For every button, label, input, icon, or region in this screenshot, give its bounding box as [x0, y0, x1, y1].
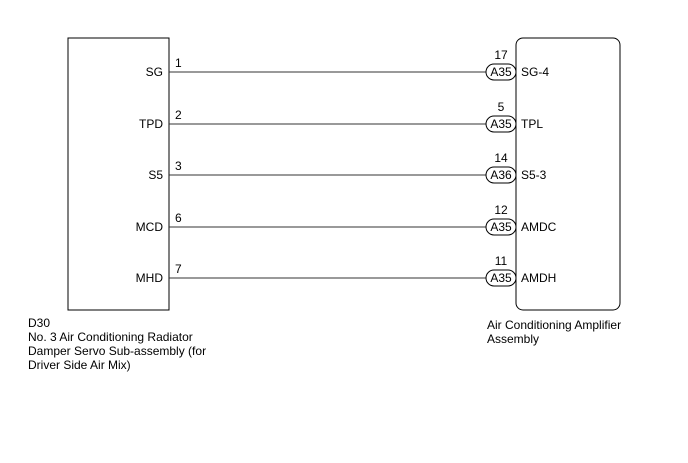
- right-pin-number-mhd: 11: [495, 254, 508, 268]
- left-terminal-label-s5: S5: [148, 168, 163, 182]
- left-terminal-label-sg: SG: [146, 65, 163, 79]
- right-component-name-line-1: Air Conditioning Amplifier: [487, 318, 622, 332]
- connector-badge-sg: [485, 63, 517, 81]
- connector-code-tpd: A35: [490, 117, 512, 131]
- left-pin-number-sg: 1: [175, 56, 182, 70]
- right-terminal-label-sg: SG-4: [521, 65, 549, 79]
- right-pin-number-s5: 14: [494, 151, 508, 165]
- right-terminal-label-mcd: AMDC: [521, 220, 557, 234]
- connector-code-sg: A35: [490, 65, 512, 79]
- left-terminal-label-mcd: MCD: [136, 220, 164, 234]
- right-pin-number-mcd: 12: [494, 203, 508, 217]
- right-terminal-label-tpd: TPL: [521, 117, 543, 131]
- left-component-code: D30: [28, 316, 51, 330]
- left-pin-number-tpd: 2: [175, 108, 182, 122]
- left-terminal-label-tpd: TPD: [139, 117, 163, 131]
- right-component-name-line-2: Assembly: [487, 332, 540, 346]
- connector-badge-mcd: [485, 218, 517, 236]
- right-terminal-label-s5: S5-3: [521, 168, 547, 182]
- connector-code-mhd: A35: [490, 271, 512, 285]
- left-component-box: [67, 37, 170, 311]
- connector-badge-tpd: [485, 115, 517, 133]
- left-component-name-line-2: Damper Servo Sub-assembly (for: [28, 344, 207, 358]
- connector-code-mcd: A35: [490, 220, 512, 234]
- right-component-caption: Air Conditioning Amplifier Assembly: [487, 318, 621, 346]
- left-component-name-line-3: Driver Side Air Mix): [28, 358, 131, 372]
- connector-badge-mhd: [485, 269, 517, 287]
- right-pin-number-sg: 17: [494, 48, 508, 62]
- left-component-name-line-1: No. 3 Air Conditioning Radiator: [28, 330, 193, 344]
- left-terminal-label-mhd: MHD: [136, 271, 164, 285]
- left-pin-number-s5: 3: [175, 159, 182, 173]
- right-terminal-label-mhd: AMDH: [521, 271, 556, 285]
- connector-code-s5: A36: [490, 168, 512, 182]
- connector-badge-s5: [485, 166, 517, 184]
- left-pin-number-mhd: 7: [175, 262, 182, 276]
- right-pin-number-tpd: 5: [498, 100, 505, 114]
- left-component-caption: D30 No. 3 Air Conditioning Radiator Damp…: [28, 316, 206, 372]
- wires-group: SG1A3517SG-4TPD2A355TPLS53A3614S5-3MCD6A…: [136, 48, 557, 287]
- left-pin-number-mcd: 6: [175, 211, 182, 225]
